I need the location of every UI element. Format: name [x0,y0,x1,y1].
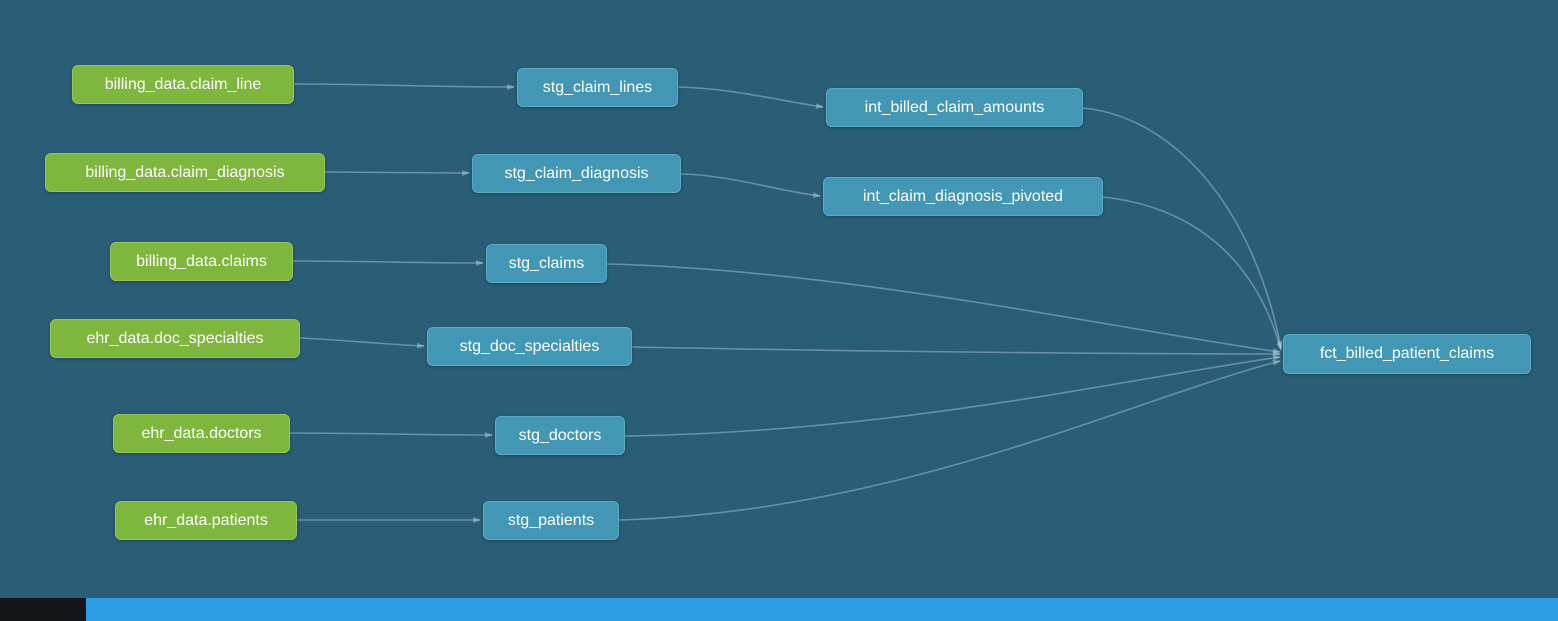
edge-billing_data.claim_diagnosis-stg_claim_diagnosis [324,169,470,176]
node-billing_data.claim_line[interactable]: billing_data.claim_line [72,65,294,104]
edge-stg_doc_specialties-fct_billed_patient_claims [631,346,1281,357]
node-label: ehr_data.doctors [141,424,262,442]
node-label: int_claim_diagnosis_pivoted [862,187,1064,205]
node-stg_patients[interactable]: stg_patients [483,501,619,540]
edge-int_billed_claim_amounts-fct_billed_patient_claims [1082,107,1283,349]
edge-stg_claim_lines-int_billed_claim_amounts [677,86,824,109]
node-label: billing_data.claims [136,252,267,270]
edge-stg_doctors-fct_billed_patient_claims [624,355,1281,437]
node-stg_claim_lines[interactable]: stg_claim_lines [517,68,678,107]
status-bar-left-segment [0,598,86,621]
node-label: ehr_data.patients [144,511,268,529]
node-ehr_data.doctors[interactable]: ehr_data.doctors [113,414,290,453]
node-stg_claim_diagnosis[interactable]: stg_claim_diagnosis [472,154,681,193]
node-stg_doc_specialties[interactable]: stg_doc_specialties [427,327,632,366]
edge-ehr_data.doctors-stg_doctors [289,431,493,438]
edge-stg_patients-fct_billed_patient_claims [618,359,1281,521]
node-label: billing_data.claim_line [104,75,262,93]
node-label: fct_billed_patient_claims [1319,345,1495,362]
node-int_claim_diagnosis_pivoted[interactable]: int_claim_diagnosis_pivoted [823,177,1103,216]
node-label: ehr_data.doc_specialties [86,329,264,347]
edge-billing_data.claim_line-stg_claim_lines [293,83,515,90]
node-label: stg_claim_diagnosis [504,164,649,182]
edge-stg_claim_diagnosis-int_claim_diagnosis_pivoted [680,173,821,199]
edge-ehr_data.doc_specialties-stg_doc_specialties [299,337,425,349]
edge-int_claim_diagnosis_pivoted-fct_billed_patient_claims [1102,196,1283,351]
node-label: stg_doctors [518,426,602,444]
node-label: stg_claim_lines [542,78,653,96]
node-label: billing_data.claim_diagnosis [85,163,285,181]
node-ehr_data.patients[interactable]: ehr_data.patients [115,501,297,540]
node-label: stg_doc_specialties [459,337,600,355]
node-billing_data.claims[interactable]: billing_data.claims [110,242,293,281]
node-billing_data.claim_diagnosis[interactable]: billing_data.claim_diagnosis [45,153,325,192]
edge-stg_claims-fct_billed_patient_claims [606,263,1281,355]
node-label: int_billed_claim_amounts [864,98,1045,116]
node-label: stg_claims [508,254,585,272]
status-bar [0,598,1558,621]
node-stg_doctors[interactable]: stg_doctors [495,416,625,455]
node-int_billed_claim_amounts[interactable]: int_billed_claim_amounts [826,88,1083,127]
node-stg_claims[interactable]: stg_claims [486,244,607,283]
node-label: stg_patients [507,511,595,529]
node-fct_billed_patient_claims[interactable]: fct_billed_patient_claims [1283,334,1531,374]
edge-billing_data.claims-stg_claims [292,259,484,266]
node-ehr_data.doc_specialties[interactable]: ehr_data.doc_specialties [50,319,300,358]
